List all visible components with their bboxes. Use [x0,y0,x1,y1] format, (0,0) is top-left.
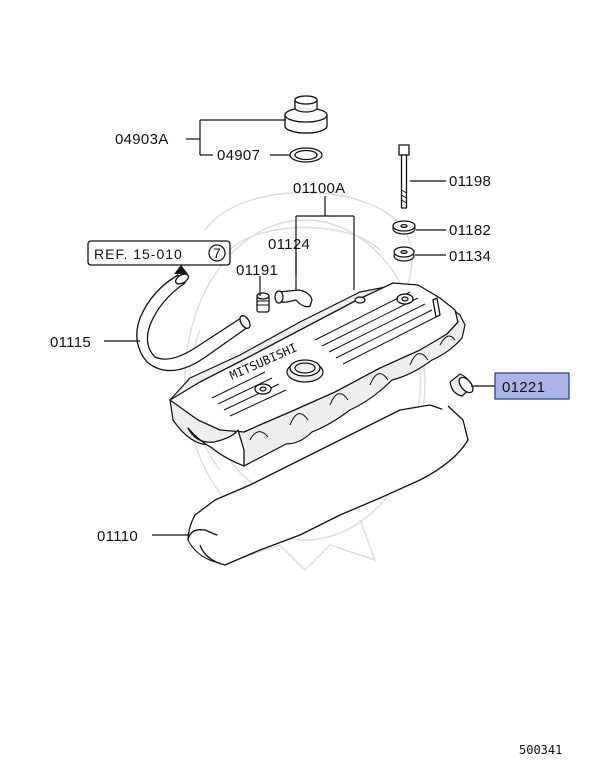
reference-circled-number: 7 [213,245,222,261]
callout-01115[interactable]: 01115 [50,334,91,351]
reference-text: REF. 15-010 [94,246,183,262]
bolt[interactable] [398,144,410,209]
reference-box[interactable]: REF. 15-010 7 [87,240,231,266]
callout-01124[interactable]: 01124 [268,236,310,253]
pcv-valve[interactable] [256,292,270,313]
pcv-hose[interactable] [274,289,313,308]
callout-01134[interactable]: 01134 [449,248,491,265]
oil-cap[interactable] [284,95,328,134]
highlight-box [494,372,570,400]
insulator[interactable] [393,246,415,262]
callout-01191[interactable]: 01191 [236,262,278,279]
breather-hose[interactable] [136,272,252,372]
callout-04907[interactable]: 04907 [217,147,260,164]
callout-01198[interactable]: 01198 [449,173,491,190]
cap-gasket[interactable] [289,147,323,163]
leader-oil-cap [186,119,290,156]
diagram-number: 500341 [519,743,562,757]
leader-bolt-group [410,180,446,256]
callout-01110[interactable]: 01110 [97,528,138,545]
washer[interactable] [392,220,416,235]
callout-01100a[interactable]: 01100A [293,180,345,197]
rubber-cap[interactable] [449,373,476,397]
callout-01182[interactable]: 01182 [449,222,491,239]
leader-pcv [259,252,297,296]
callout-04903a[interactable]: 04903A [115,131,169,148]
gasket[interactable] [187,404,469,566]
callout-01221[interactable]: 01221 [502,379,545,396]
valve-cover[interactable] [169,282,466,467]
